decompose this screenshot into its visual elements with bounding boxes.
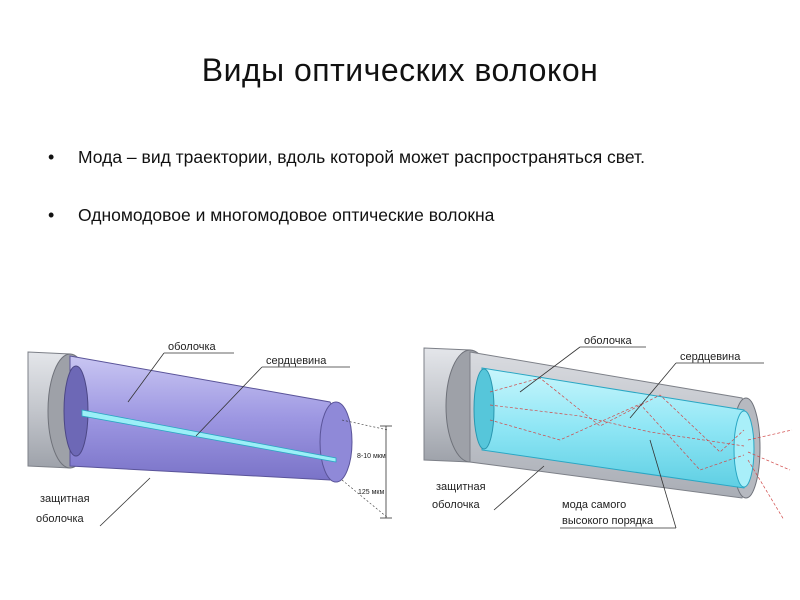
single-cladding-dimension-label: 125 мкм xyxy=(358,489,384,496)
multi-jacket-label-line1: защитная xyxy=(436,481,486,493)
multi-ray-exit-1 xyxy=(747,429,793,441)
multi-ray-exit-2 xyxy=(747,451,791,471)
multi-core-leader xyxy=(629,362,677,419)
bullet-mode-definition: • Мода – вид траектории, вдоль которой м… xyxy=(48,146,768,169)
multi-cladding-label: оболочка xyxy=(584,335,632,347)
single-dim-line-2 xyxy=(341,479,389,519)
single-jacket-label-line1: защитная xyxy=(40,493,90,505)
bullet-text: Мода – вид траектории, вдоль которой мож… xyxy=(78,147,645,167)
multi-ray-low-order xyxy=(489,404,745,447)
single-core-label: сердцевина xyxy=(266,355,327,367)
single-cladding-leader xyxy=(127,352,165,403)
multi-cladding-leader xyxy=(519,346,581,393)
bullet-marker: • xyxy=(48,147,55,167)
multi-mode-label-line2: высокого порядка xyxy=(562,515,654,527)
multi-mode-fiber: оболочка сердцевина защитная оболочка мо… xyxy=(423,335,793,529)
multi-core-label: сердцевина xyxy=(680,351,741,363)
single-jacket-leader xyxy=(99,477,151,527)
single-core-dimension-label: 8-10 мкм xyxy=(357,453,386,460)
multi-core-end xyxy=(733,410,755,488)
multi-jacket-label-line2: оболочка xyxy=(432,499,480,511)
fiber-diagrams: 8-10 мкм 125 мкм оболочка сердцевина защ… xyxy=(27,335,793,529)
multi-mode-leader xyxy=(649,439,677,529)
bullet-list: • Мода – вид траектории, вдоль которой м… xyxy=(48,146,768,262)
single-cladding-label: оболочка xyxy=(168,341,216,353)
bullet-text: Одномодовое и многомодовое оптические во… xyxy=(78,205,495,225)
slide-title: Виды оптических волокон xyxy=(201,52,599,88)
multi-core-entry xyxy=(473,368,495,450)
single-jacket-label-line2: оболочка xyxy=(36,513,84,525)
bullet-marker: • xyxy=(48,205,55,225)
multi-ray-exit-3 xyxy=(747,459,785,521)
single-core xyxy=(81,409,337,463)
single-core-leader xyxy=(195,366,263,437)
multi-ray-mid-order xyxy=(489,403,745,471)
multi-mode-label-line1: мода самого xyxy=(562,499,626,511)
bullet-fiber-types: • Одномодовое и многомодовое оптические … xyxy=(48,204,768,227)
single-mode-fiber: 8-10 мкм 125 мкм оболочка сердцевина защ… xyxy=(27,341,392,527)
single-cladding-end xyxy=(319,401,353,483)
multi-ray-high-order xyxy=(489,377,745,453)
multi-jacket-leader xyxy=(493,465,545,511)
